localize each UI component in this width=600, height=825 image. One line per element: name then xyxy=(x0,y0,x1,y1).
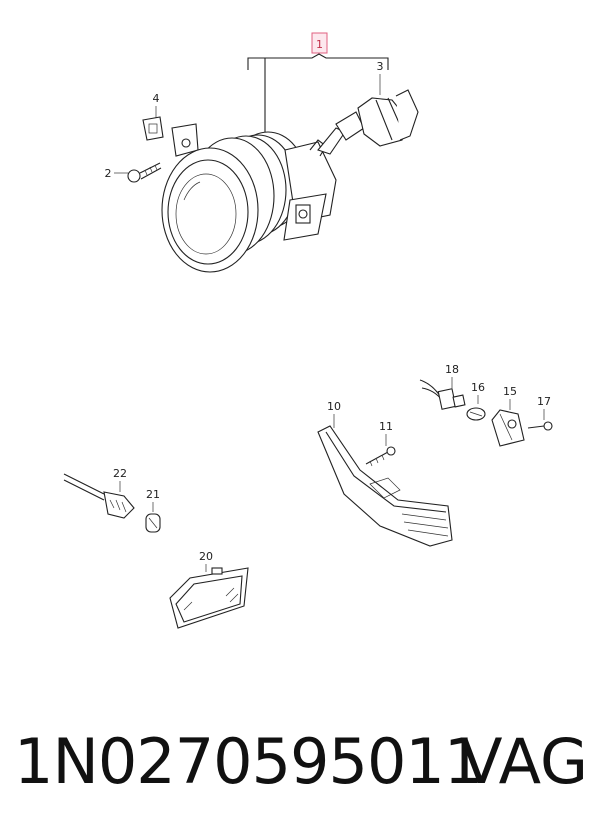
callout-20[interactable]: 20 xyxy=(199,550,213,572)
svg-text:3: 3 xyxy=(377,60,384,73)
callout-2[interactable]: 2 xyxy=(105,167,129,180)
callout-21[interactable]: 21 xyxy=(146,488,160,512)
bulb-21 xyxy=(145,513,161,533)
screw-17 xyxy=(527,421,553,431)
svg-text:10: 10 xyxy=(327,400,341,413)
side-marker-lamp-20 xyxy=(169,567,249,629)
svg-text:16: 16 xyxy=(471,381,485,394)
callout-3[interactable]: 3 xyxy=(377,60,384,95)
svg-text:17: 17 xyxy=(537,395,551,408)
part-number: 1N0270595011 xyxy=(14,725,483,798)
footer: 1N0270595011 VAG xyxy=(0,712,600,812)
housing-15 xyxy=(491,409,525,447)
svg-text:20: 20 xyxy=(199,550,213,563)
svg-text:22: 22 xyxy=(113,467,127,480)
svg-text:4: 4 xyxy=(153,92,160,105)
brand-label: VAG xyxy=(460,725,588,798)
screw-11 xyxy=(365,446,396,467)
callout-16[interactable]: 16 xyxy=(471,381,485,404)
callout-15[interactable]: 15 xyxy=(503,385,517,410)
callout-4[interactable]: 4 xyxy=(153,92,160,118)
callout-22[interactable]: 22 xyxy=(113,467,127,492)
svg-text:21: 21 xyxy=(146,488,160,501)
callout-17[interactable]: 17 xyxy=(537,395,551,420)
parts-diagram: 1 3 4 2 xyxy=(63,32,553,629)
svg-text:18: 18 xyxy=(445,363,459,376)
svg-text:11: 11 xyxy=(379,420,393,433)
mirror-indicator-10 xyxy=(317,425,453,547)
fog-lamp-assembly xyxy=(127,89,419,273)
svg-text:2: 2 xyxy=(105,167,112,180)
callout-18[interactable]: 18 xyxy=(445,363,459,388)
callout-10[interactable]: 10 xyxy=(327,400,341,428)
svg-text:15: 15 xyxy=(503,385,517,398)
callout-11[interactable]: 11 xyxy=(379,420,393,446)
bulb-socket-22 xyxy=(63,473,135,519)
wire-harness-18 xyxy=(419,379,466,410)
bulb-16 xyxy=(466,407,486,421)
svg-text:1: 1 xyxy=(316,38,323,51)
callout-1[interactable]: 1 xyxy=(311,32,328,54)
